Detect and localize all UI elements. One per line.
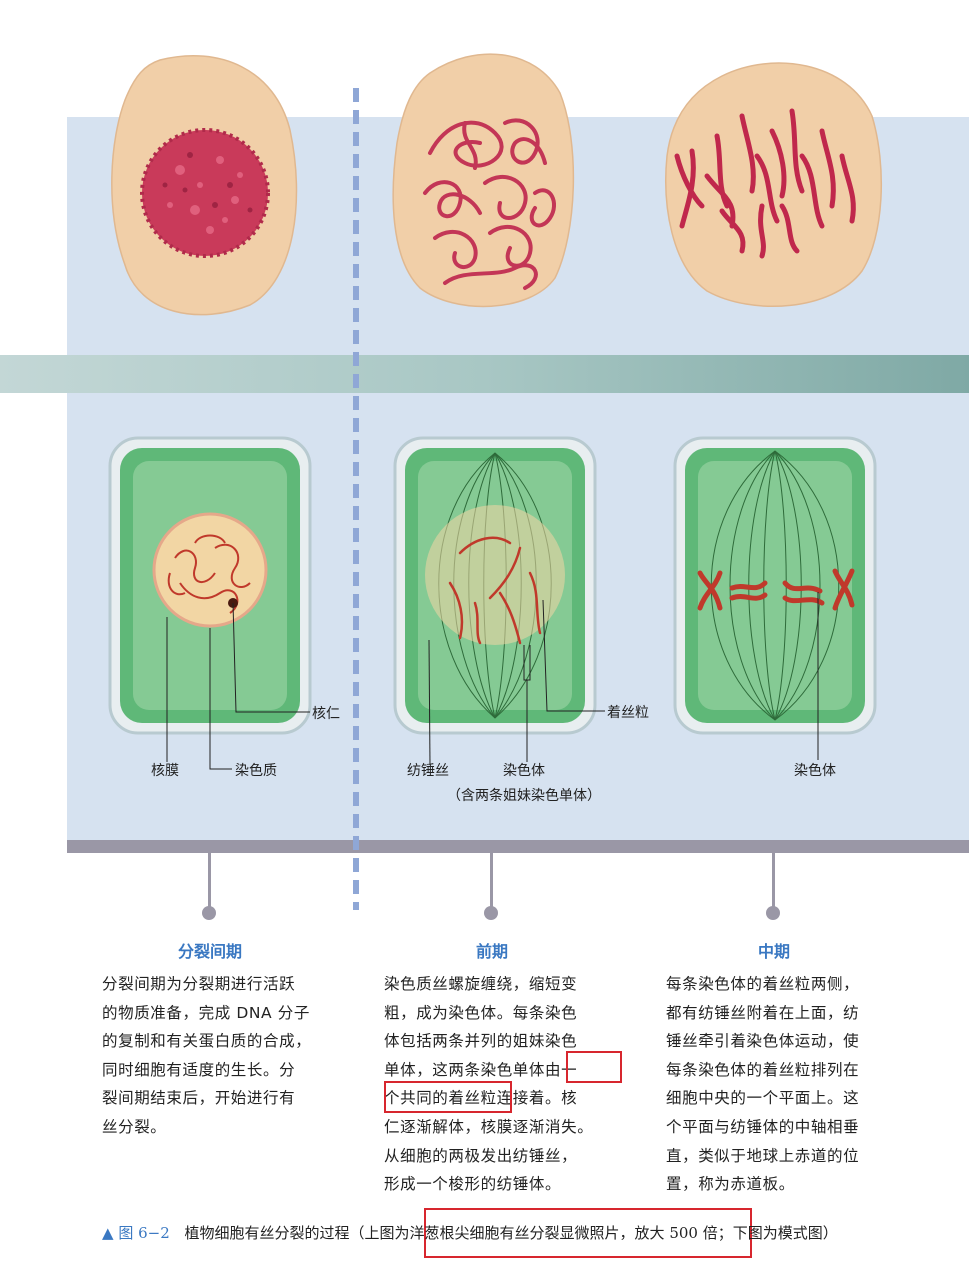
caption-marker-icon: ▲ <box>102 1224 114 1242</box>
text-line: 直，类似于地球上赤道的位 <box>666 1146 860 1165</box>
dashed-separator <box>353 88 359 910</box>
text-line: 粗，成为染色体。每条染色 <box>384 1003 578 1022</box>
text-line: 都有纺锤丝附着在上面，纺 <box>666 1003 860 1022</box>
timeline-dot-prophase <box>484 906 498 920</box>
text-line: 同时细胞有适度的生长。分 <box>102 1060 296 1079</box>
label-chromosome-note: （含两条姐妹染色单体） <box>447 788 601 804</box>
text-line: 个平面与纺锤体的中轴相垂 <box>666 1117 860 1136</box>
text-line: 细胞中央的一个平面上。这 <box>666 1089 860 1108</box>
highlight-box-2 <box>384 1081 512 1113</box>
timeline-stem-metaphase <box>772 853 775 911</box>
label-spindle-fiber: 纺锤丝 <box>407 763 449 779</box>
model-cell-prophase <box>393 436 597 735</box>
text-line: 置，称为赤道板。 <box>666 1175 795 1194</box>
model-cell-metaphase <box>673 436 877 735</box>
text-line: 每条染色体的着丝粒两侧， <box>666 975 860 993</box>
phase-text-prophase: 染色质丝螺旋缠绕，缩短变 粗，成为染色体。每条染色 体包括两条并列的姐妹染色 单… <box>384 970 620 1199</box>
phase-title-interphase: 分裂间期 <box>177 942 242 961</box>
label-nuclear-membrane: 核膜 <box>151 763 179 779</box>
phase-title-metaphase: 中期 <box>757 942 790 961</box>
text-line: 形成一个梭形的纺锤体。 <box>384 1175 562 1194</box>
caption-text: 植物细胞有丝分裂的过程（上图为洋葱根尖细胞有丝分裂显微照片，放大 500 倍；下… <box>184 1224 838 1242</box>
text-line: 个共同的着丝粒连接着。核 <box>384 1089 578 1108</box>
divider-band <box>0 355 969 393</box>
highlight-box-1 <box>566 1051 622 1083</box>
label-chromosome-prophase: 染色体 <box>503 763 545 779</box>
label-centromere: 着丝粒 <box>607 705 649 721</box>
model-cell-interphase <box>108 436 312 735</box>
phase-title-prophase: 前期 <box>475 942 508 961</box>
micrograph-metaphase <box>665 62 883 307</box>
text-line: 裂间期结束后，开始进行有 <box>102 1089 296 1108</box>
caption-figure-number: 图 6−2 <box>118 1224 170 1242</box>
micrograph-interphase <box>111 55 298 316</box>
text-line: 仁逐渐解体，核膜逐渐消失。 <box>384 1117 594 1136</box>
text-line: 从细胞的两极发出纺锤丝， <box>384 1146 578 1165</box>
phase-text-metaphase: 每条染色体的着丝粒两侧， 都有纺锤丝附着在上面，纺 锤丝牵引着染色体运动，使 每… <box>666 970 902 1199</box>
text-line: 的物质准备，完成 DNA 分子 <box>102 1003 310 1022</box>
timeline-stem-interphase <box>208 853 211 911</box>
text-line: 单体，这两条染色单体由一 <box>384 1060 578 1079</box>
highlight-box-3 <box>424 1208 752 1258</box>
micrograph-prophase <box>392 53 575 308</box>
label-nucleolus: 核仁 <box>312 706 340 722</box>
text-line: 丝分裂。 <box>102 1117 167 1136</box>
timeline-dot-metaphase <box>766 906 780 920</box>
text-line: 锤丝牵引着染色体运动，使 <box>666 1032 860 1051</box>
text-line: 的复制和有关蛋白质的合成， <box>102 1032 312 1051</box>
phase-text-interphase: 分裂间期为分裂期进行活跃 的物质准备，完成 DNA 分子 的复制和有关蛋白质的合… <box>102 970 338 1142</box>
text-line: 体包括两条并列的姐妹染色 <box>384 1032 578 1051</box>
text-line: 分裂间期为分裂期进行活跃 <box>102 975 296 993</box>
label-chromatin: 染色质 <box>235 763 277 779</box>
figure-caption: ▲ 图 6−2 植物细胞有丝分裂的过程（上图为洋葱根尖细胞有丝分裂显微照片，放大… <box>102 1222 838 1243</box>
text-line: 染色质丝螺旋缠绕，缩短变 <box>384 975 578 993</box>
text-line: 每条染色体的着丝粒排列在 <box>666 1060 860 1079</box>
label-chromosome-metaphase: 染色体 <box>794 763 836 779</box>
timeline-dot-interphase <box>202 906 216 920</box>
timeline-stem-prophase <box>490 853 493 911</box>
timeline-bar <box>67 840 969 853</box>
